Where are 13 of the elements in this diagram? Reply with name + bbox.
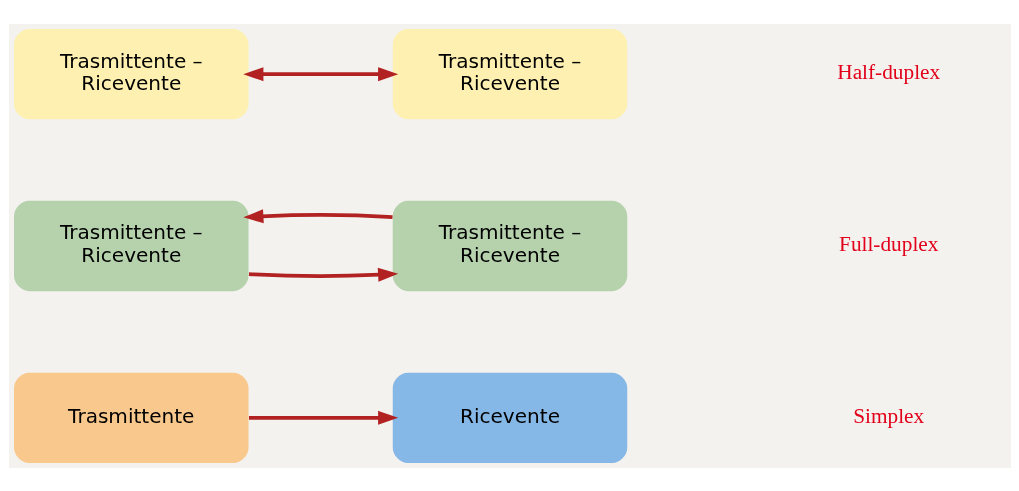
arrow	[242, 208, 393, 223]
arrow	[248, 267, 398, 282]
label: Simplex	[852, 403, 924, 428]
arrow	[242, 66, 398, 81]
node-box: Trasmittente – Ricevente	[392, 200, 627, 291]
node-box: Trasmittente – Ricevente	[392, 28, 627, 119]
node-box: Ricevente	[392, 372, 627, 463]
node-box: Trasmittente – Ricevente	[13, 28, 249, 119]
label: Half-duplex	[836, 59, 940, 84]
label: Full-duplex	[838, 231, 938, 256]
arrow	[248, 410, 398, 425]
node-box: Trasmittente – Ricevente	[13, 200, 249, 291]
node-box: Trasmittente	[13, 372, 249, 463]
